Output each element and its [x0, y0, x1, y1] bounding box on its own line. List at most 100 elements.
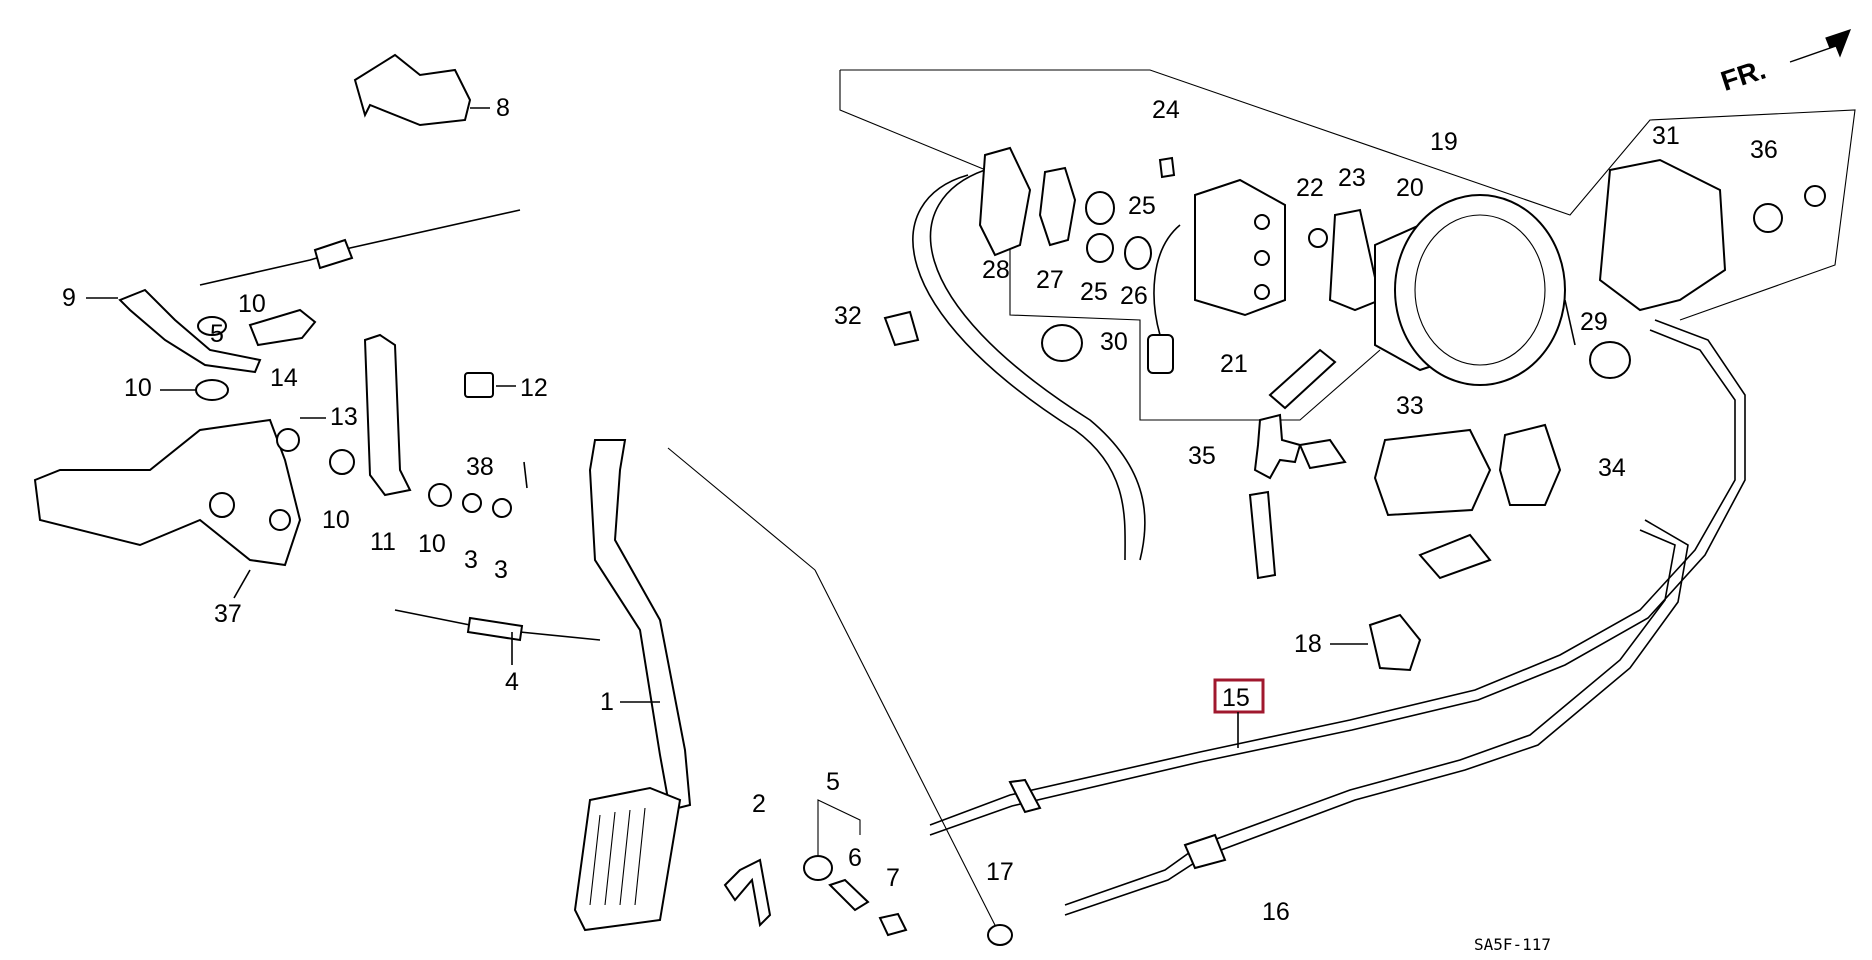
part-10-bushing-right — [428, 483, 452, 507]
part-8-bracket — [353, 53, 472, 127]
actuator-port-1 — [1254, 214, 1270, 230]
actuator-wire — [1153, 224, 1181, 336]
part-10-bushing-mid — [195, 379, 229, 401]
part-36-nut — [1753, 203, 1783, 233]
part-19-booster — [1394, 194, 1566, 386]
hose-lower — [1248, 490, 1277, 580]
callout-33: 33 — [1396, 392, 1424, 420]
callout-25-b: 25 — [1080, 278, 1108, 306]
callout-1: 1 — [600, 688, 614, 716]
lower-cable-fitting — [1418, 533, 1492, 580]
callout-31: 31 — [1652, 122, 1680, 150]
callout-8: 8 — [496, 94, 510, 122]
callout-20: 20 — [1396, 174, 1424, 202]
callout-37: 37 — [214, 600, 242, 628]
part-16-cable-line2 — [1064, 519, 1689, 916]
part-37-pedal-bracket — [33, 418, 302, 567]
part-25-cap-b — [1086, 233, 1114, 263]
part-15-cable-line2 — [929, 319, 1746, 836]
bracket-hole-2 — [269, 509, 291, 531]
callout-4: 4 — [505, 668, 519, 696]
part-33-canister — [1373, 428, 1492, 517]
drawing-code: SA5F-117 — [1474, 935, 1551, 954]
hose-upper — [1268, 348, 1337, 410]
callout-28: 28 — [982, 256, 1010, 284]
part-11-link — [363, 333, 412, 497]
actuator-port-2 — [1254, 250, 1270, 266]
upper-cable-end — [313, 238, 354, 270]
pedal-pad — [573, 786, 682, 932]
part-38-pin — [523, 461, 528, 489]
part-34-bracket — [1498, 423, 1562, 506]
part-15-cable — [929, 329, 1736, 826]
upper-cable — [199, 209, 521, 286]
part-6-bolt — [828, 878, 870, 912]
part-16-end-fitting — [1183, 833, 1227, 870]
callout-19: 19 — [1430, 128, 1458, 156]
part-3-washer-b — [492, 498, 512, 518]
part-16-cable — [1064, 529, 1676, 906]
callout-10-b: 10 — [124, 374, 152, 402]
part-5-cap — [803, 855, 833, 881]
part-31-bracket — [1598, 158, 1727, 312]
part-25-cap-a — [1085, 191, 1115, 225]
part-36-bolt — [1804, 185, 1826, 207]
part-29-pin — [1564, 299, 1576, 346]
callout-25-a: 25 — [1128, 192, 1156, 220]
part-17-grommet — [987, 924, 1013, 946]
part-26-cap — [1124, 236, 1152, 270]
callout-37-leader — [233, 569, 251, 599]
callout-29: 29 — [1580, 308, 1608, 336]
part-28-grommet — [978, 146, 1032, 257]
callout-5-b: 5 — [826, 768, 840, 796]
front-arrow-icon — [1789, 29, 1852, 63]
callout-11: 11 — [370, 528, 396, 556]
callout-5-a: 5 — [210, 320, 224, 348]
part-23-gasket — [1328, 208, 1382, 312]
callout-18: 18 — [1294, 630, 1322, 658]
callout-15-highlight-box — [1213, 678, 1265, 714]
pedal-assembly-leader — [667, 447, 1001, 936]
part-10-bushing-top — [197, 316, 227, 336]
part-13-spring — [276, 428, 300, 452]
callout-27: 27 — [1036, 266, 1064, 294]
part-2-clip — [723, 858, 772, 928]
callout-38: 38 — [466, 453, 494, 481]
callout-12: 12 — [520, 374, 548, 402]
part-22-o-ring — [1308, 228, 1328, 248]
callout-10-c: 10 — [322, 506, 350, 534]
callout-7: 7 — [886, 864, 900, 892]
callout-13: 13 — [330, 403, 358, 431]
vacuum-hose-outer — [912, 174, 1126, 561]
part-32-clip — [883, 310, 920, 347]
hose-fittings — [1298, 438, 1347, 470]
part-18-clip — [1368, 613, 1422, 672]
part-10-bushing-left — [329, 449, 355, 475]
callout-6: 6 — [848, 844, 862, 872]
callout-21: 21 — [1220, 350, 1248, 378]
callout-15: 15 — [1222, 684, 1250, 712]
pedal-pad-ribs — [589, 807, 646, 906]
front-direction-indicator: FR. — [1717, 29, 1852, 97]
part-35-tee — [1253, 413, 1302, 480]
actuator-port-3 — [1254, 284, 1270, 300]
callout-24: 24 — [1152, 96, 1180, 124]
callout-30: 30 — [1100, 328, 1128, 356]
callout-17: 17 — [986, 858, 1014, 886]
callout-2: 2 — [752, 790, 766, 818]
part-21-actuator — [1194, 178, 1286, 317]
part-12-clip — [464, 372, 494, 398]
callout-22: 22 — [1296, 174, 1324, 202]
callout-10-a: 10 — [238, 290, 266, 318]
part-24-screw — [1158, 156, 1176, 179]
callout-36: 36 — [1750, 136, 1778, 164]
callout-9: 9 — [62, 284, 76, 312]
part-27-gasket — [1038, 166, 1077, 247]
part-7-nut — [878, 912, 908, 937]
part-1-pedal-arm — [588, 439, 692, 812]
callout-16: 16 — [1262, 898, 1290, 926]
part-15-end-fitting — [1008, 778, 1042, 814]
callout-3-b: 3 — [494, 556, 508, 584]
callout-26: 26 — [1120, 282, 1148, 310]
